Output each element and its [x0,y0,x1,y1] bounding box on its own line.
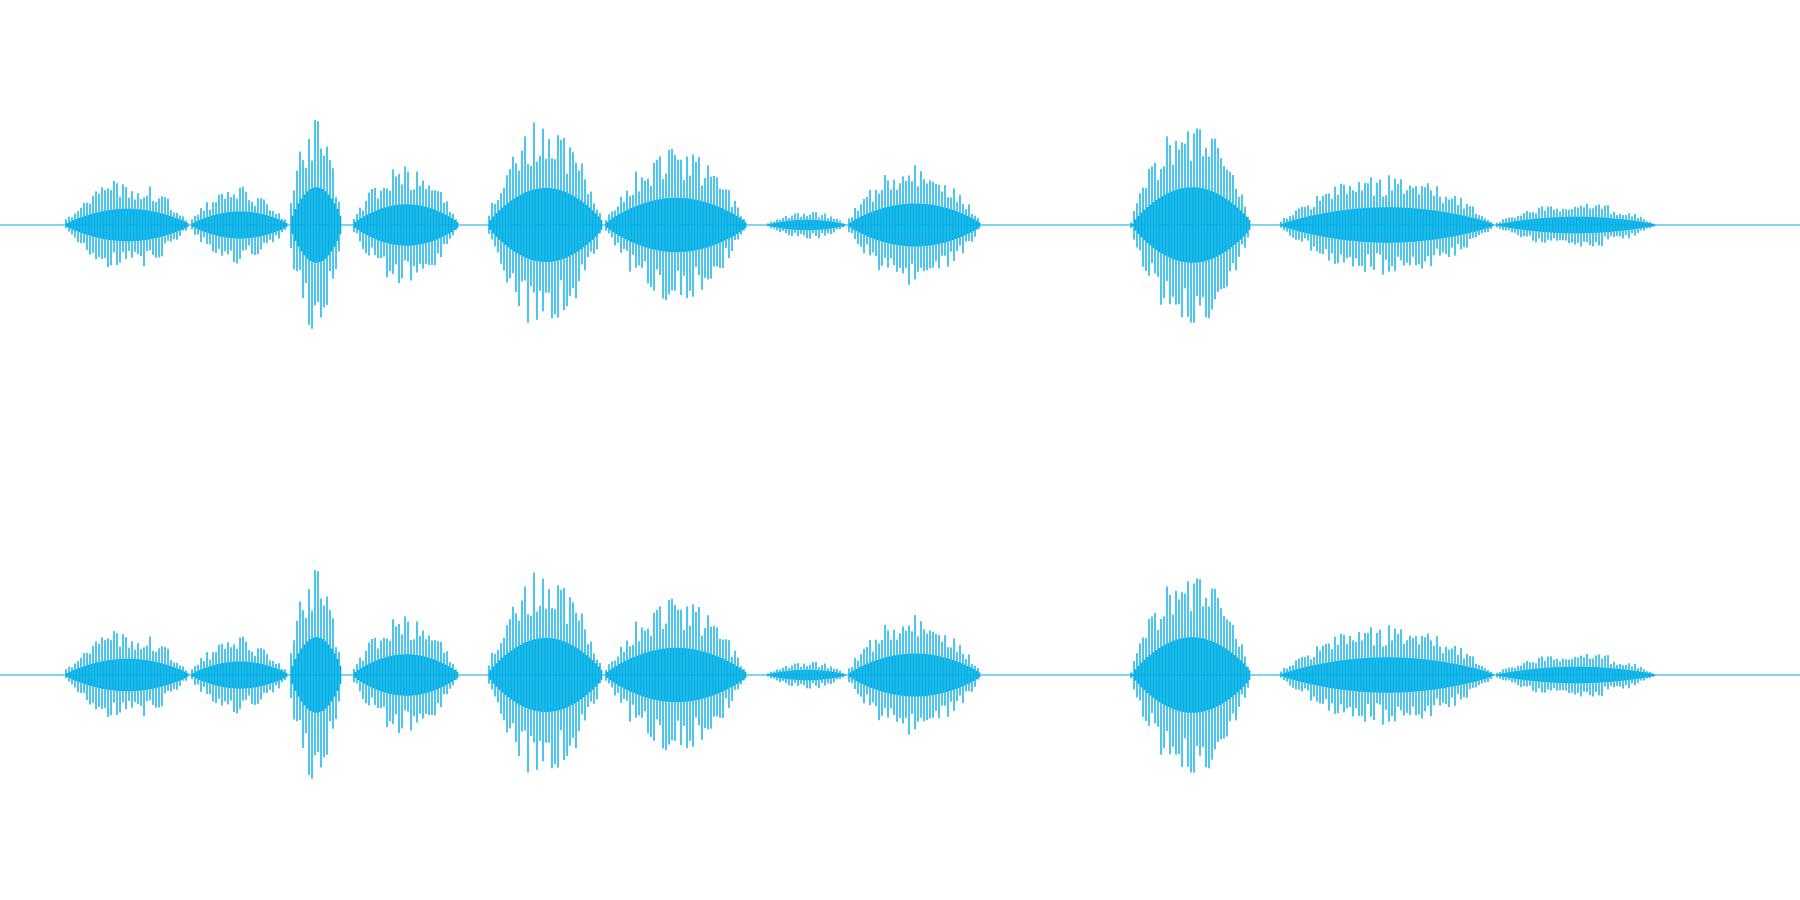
channel-1-samples [65,120,1656,329]
channel-2-samples [65,570,1656,779]
channel-1-svg [0,120,1800,329]
channel-2-waveform [0,450,1800,900]
channel-1-waveform [0,120,1800,329]
channel-2-svg [0,570,1800,779]
